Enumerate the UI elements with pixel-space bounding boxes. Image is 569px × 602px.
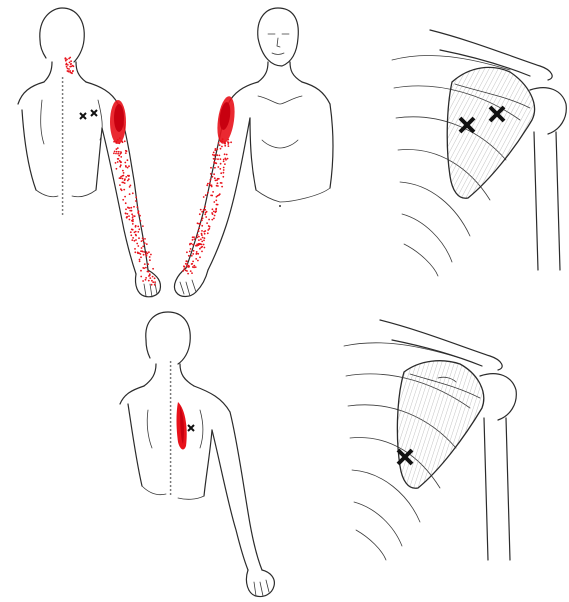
scapula-anatomy-bottom — [344, 320, 516, 560]
trigger-point-x-top-left — [80, 110, 97, 119]
spine-dots-bottom — [170, 361, 172, 495]
referred-pain-back-top — [64, 57, 156, 286]
back-figure-bottom — [120, 312, 274, 597]
referred-pain-front-top — [182, 95, 237, 274]
referred-pain-back-bottom — [177, 402, 187, 449]
spine-dots-top — [62, 77, 64, 215]
scapula-anatomy-top — [392, 30, 566, 276]
trigger-point-x-bottom-left — [188, 425, 194, 431]
